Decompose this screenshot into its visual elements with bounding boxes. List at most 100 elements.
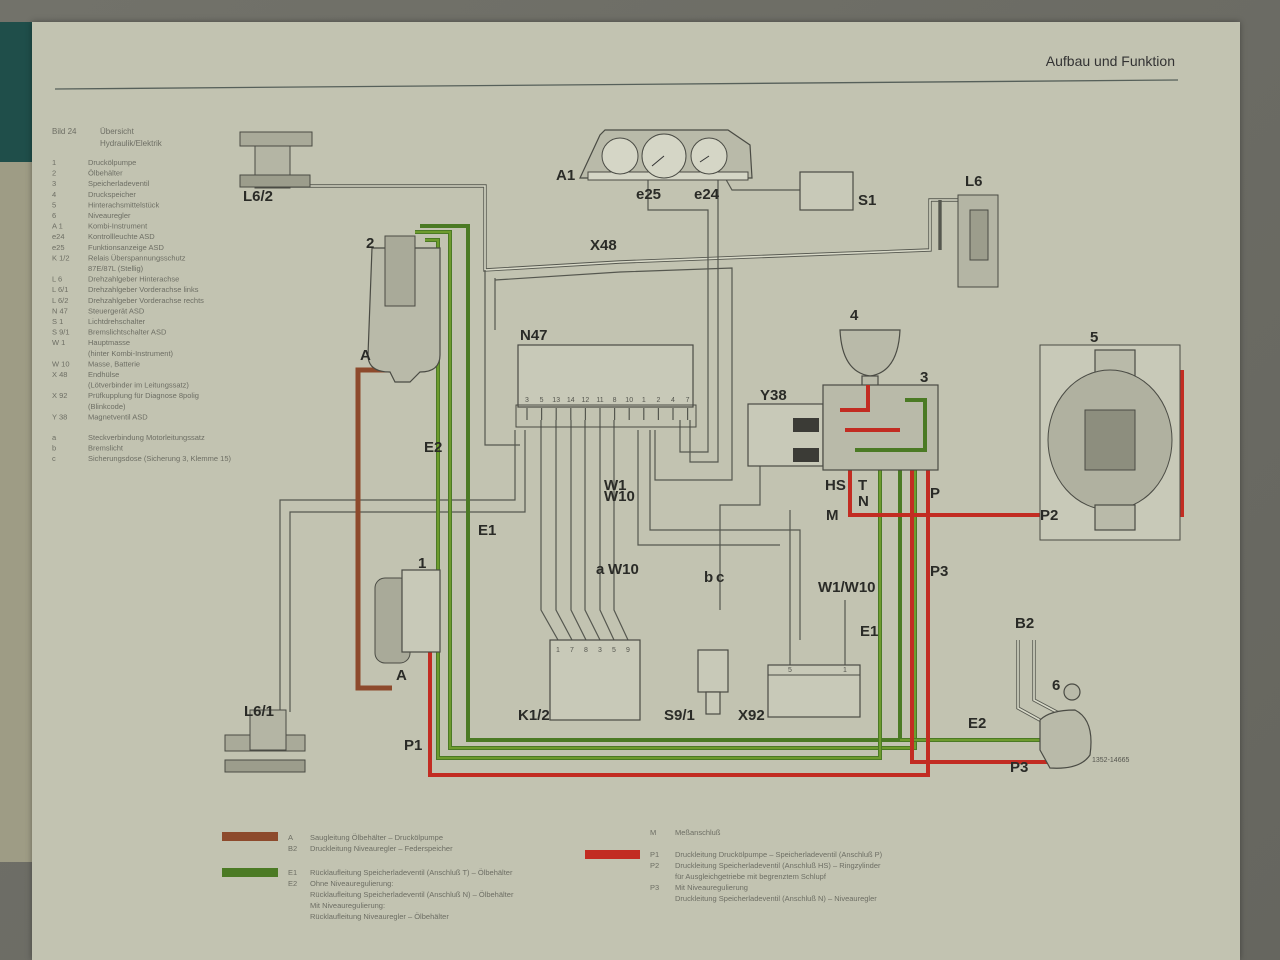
legend-text: Druckleitung Niveauregler – Federspeiche… <box>310 844 453 853</box>
legend-code: E1 <box>288 868 297 877</box>
k12-wire <box>613 420 629 641</box>
component-code: X 92 <box>52 391 67 400</box>
label-k1-2: K1/2 <box>518 707 550 724</box>
label-p: P <box>930 485 940 502</box>
label-p1: P1 <box>404 737 422 754</box>
component-code: L 6 <box>52 275 62 284</box>
label-e2-left: E2 <box>424 439 442 456</box>
component-description: Masse, Batterie <box>88 359 140 368</box>
legend-text: Rücklaufleitung Speicherladeventil (Ansc… <box>310 890 514 899</box>
rear-axle-center-5 <box>1039 344 1181 541</box>
label-p3-mid: P3 <box>930 563 948 580</box>
k12-pin-label: 7 <box>570 647 574 654</box>
component-code: S 1 <box>52 317 63 326</box>
legend-text: Ohne Niveauregulierung: <box>310 879 393 888</box>
component-description: Lichtdrehschalter <box>88 317 146 326</box>
component-description: Endhülse <box>88 370 119 379</box>
return-line-E2 <box>425 238 1068 760</box>
legend-swatch-red <box>585 850 640 859</box>
legend-text: Mit Niveauregulierung <box>675 883 748 892</box>
component-code: c <box>52 454 56 463</box>
book-page-edge <box>0 162 32 862</box>
figure-title-2: Hydraulik/Elektrik <box>100 139 163 148</box>
n47-pin-label: 2 <box>656 397 660 404</box>
label-n: N <box>858 493 869 510</box>
n47-pin-label: 11 <box>596 397 603 404</box>
label-m: M <box>826 507 839 524</box>
component-description: Drehzahlgeber Vorderachse links <box>88 285 199 294</box>
return-line-E1b <box>420 224 902 742</box>
pressure-pump-1 <box>374 569 441 664</box>
speed-sensor-L6-2 <box>239 131 313 189</box>
label-e25: e25 <box>636 186 661 203</box>
component-code: e24 <box>52 232 65 241</box>
n47-pin-label: 3 <box>525 397 529 404</box>
label-s9-1: S9/1 <box>664 707 695 724</box>
component-code: 6 <box>52 211 56 220</box>
component-code: 1 <box>52 158 56 167</box>
figure-title-1: Übersicht <box>100 127 135 136</box>
book-cover-edge <box>0 22 32 162</box>
legend-code: E2 <box>288 879 297 888</box>
label-s1: S1 <box>858 192 876 209</box>
component-description: Sicherungsdose (Sicherung 3, Klemme 15) <box>88 454 231 463</box>
component-code: Y 38 <box>52 412 67 421</box>
n47-pin-label: 13 <box>552 397 560 404</box>
level-controller-6 <box>1016 640 1092 769</box>
component-description: Bremslicht <box>88 444 124 453</box>
component-code: X 48 <box>52 370 67 379</box>
legend-swatch-green <box>222 868 278 877</box>
legend-code: A <box>288 833 293 842</box>
label-p3-bottom: P3 <box>1010 759 1028 776</box>
speed-sensor-L6-1 <box>224 709 306 773</box>
n47-pin-label: 5 <box>540 397 544 404</box>
component-description: Speicherladeventil <box>88 179 150 188</box>
label-c6: 6 <box>1052 677 1060 694</box>
legend-swatch-brown <box>222 832 278 841</box>
component-description: Prüfkupplung für Diagnose 8polig <box>88 391 199 400</box>
brake-switch-S9-1 <box>697 649 729 715</box>
label-a-bottom: A <box>396 667 407 684</box>
n47-pin-label: 14 <box>567 397 575 404</box>
label-c2: 2 <box>366 235 374 252</box>
component-code: W 10 <box>52 359 70 368</box>
legend-text: Druckleitung Druckölpumpe – Speicherlade… <box>675 850 883 859</box>
control-unit-N47 <box>517 344 694 408</box>
component-code: b <box>52 444 56 453</box>
header-rule <box>54 79 1179 90</box>
label-w1-w10-a: W1 <box>604 477 627 494</box>
legend-text: Saugleitung Ölbehälter – Druckölpumpe <box>310 833 443 842</box>
hydraulic-lines <box>355 224 1184 777</box>
label-c3: 3 <box>920 369 928 386</box>
k12-pin-label: 3 <box>598 647 602 654</box>
component-code: N 47 <box>52 306 68 315</box>
legend-text: Mit Niveauregulierung: <box>310 901 385 910</box>
component-description: Niveauregler <box>88 211 131 220</box>
component-code: 4 <box>52 190 56 199</box>
component-code: L 6/1 <box>52 285 68 294</box>
component-description: 87E/87L (Stellig) <box>88 264 144 273</box>
component-code: a <box>52 433 57 442</box>
label-e2-right: E2 <box>968 715 986 732</box>
x92-pin-label: 1 <box>843 667 847 674</box>
label-a1: A1 <box>556 167 575 184</box>
k12-wire <box>584 420 601 641</box>
component-description: (hinter Kombi-Instrument) <box>88 349 174 358</box>
pressure-accumulator-4 <box>839 329 901 389</box>
component-description: Kontrollleuchte ASD <box>88 232 155 241</box>
light-switch-S1 <box>799 171 854 211</box>
label-l6-2: L6/2 <box>243 188 273 205</box>
n47-pin-label: 12 <box>582 397 590 404</box>
k12-wire <box>555 420 573 641</box>
k12-pin-label: 8 <box>584 647 588 654</box>
legend-text: Rücklaufleitung Niveauregler – Ölbehälte… <box>310 912 449 921</box>
legend-code: P1 <box>650 850 659 859</box>
drawing-number: 1352-14665 <box>1092 757 1129 764</box>
n47-pin-label: 8 <box>613 397 617 404</box>
pressure-line-P3 <box>910 470 1075 764</box>
section-title: Aufbau und Funktion <box>1046 53 1175 69</box>
component-code: L 6/2 <box>52 296 68 305</box>
